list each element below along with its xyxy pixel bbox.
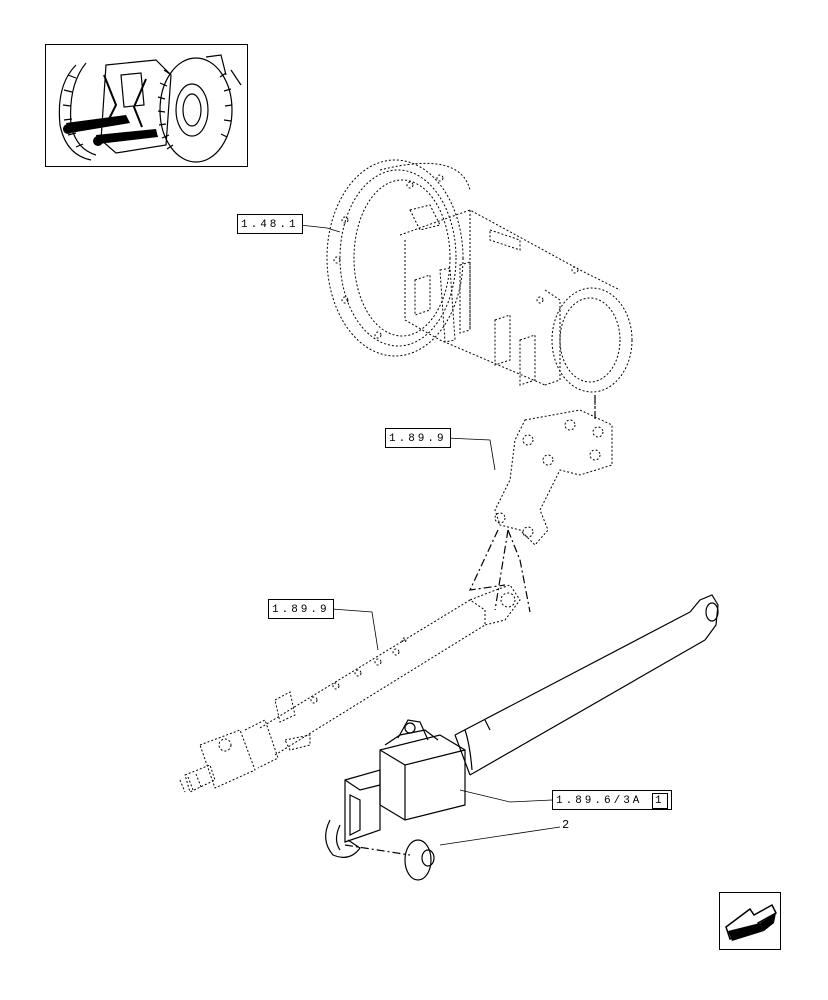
ball-end-part <box>404 839 435 881</box>
ref-top-link-arm-label: 1.89.9 <box>272 604 330 616</box>
assembly-lines <box>344 395 596 856</box>
bracket-part <box>494 409 613 546</box>
final-drive-housing <box>326 159 633 415</box>
top-link-arm <box>179 584 521 793</box>
ref-lower-link[interactable]: 1.89.6/3A 1 <box>552 790 672 810</box>
ref-lower-link-label: 1.89.6/3A <box>556 795 643 807</box>
ref-top-link-arm[interactable]: 1.89.9 <box>268 599 334 619</box>
tractor-thumbnail-drawing <box>58 54 242 163</box>
leader-lines <box>290 223 561 846</box>
ref-lower-link-suffix: 1 <box>652 793 668 809</box>
lower-link <box>325 594 719 858</box>
arrow-back-icon <box>725 903 777 941</box>
callout-item-2: 2 <box>562 818 570 832</box>
ref-bracket-label: 1.89.9 <box>389 433 447 445</box>
ref-final-drive-housing[interactable]: 1.48.1 <box>237 214 303 234</box>
ref-bracket[interactable]: 1.89.9 <box>385 428 451 448</box>
tractor-thumbnail-icon <box>45 44 248 167</box>
ref-final-drive-housing-label: 1.48.1 <box>241 219 299 231</box>
back-navigation-button[interactable] <box>719 892 781 950</box>
